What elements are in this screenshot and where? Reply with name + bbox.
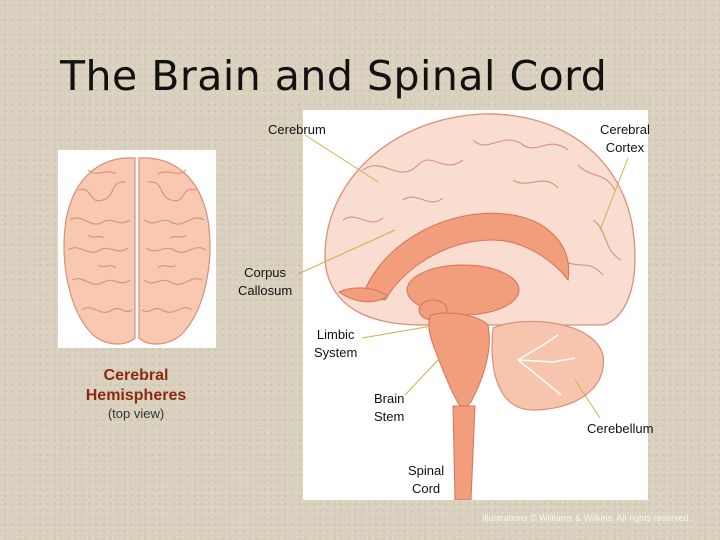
label-cerebral-cortex-line2: Cortex: [605, 140, 645, 155]
label-corpus-callosum: Corpus Callosum: [238, 264, 292, 300]
cerebral-hemispheres-label-line1: Cerebral: [103, 367, 169, 384]
corpus-callosum-leader-line: [297, 229, 396, 275]
corpus-callosum-shape: [362, 212, 570, 301]
label-spinal-cord-line2: Cord: [411, 481, 441, 496]
label-brain-stem-line1: Brain: [374, 391, 405, 406]
cerebral-hemispheres-illustration: [63, 157, 211, 345]
sagittal-view-panel: [303, 110, 648, 501]
label-limbic-system-line1: Limbic: [316, 327, 355, 342]
slide-title: The Brain and Spinal Cord: [60, 52, 608, 100]
top-view-panel: [58, 150, 216, 348]
label-corpus-callosum-line2: Callosum: [238, 283, 293, 298]
brain-sagittal-illustration: [324, 113, 636, 501]
cerebellum-leader-line: [574, 379, 601, 419]
label-cerebellum: Cerebellum: [587, 421, 654, 436]
label-brain-stem-line2: Stem: [374, 409, 405, 424]
label-limbic-system: Limbic System: [314, 326, 357, 362]
illustration-credit: Illustrations © Williams & Wilkins. All …: [482, 513, 692, 523]
label-corpus-callosum-line1: Corpus: [244, 265, 287, 280]
cerebral-hemispheres-label-line2: Hemispheres: [85, 387, 187, 404]
label-cerebral-cortex-line1: Cerebral: [600, 122, 650, 137]
brain-stem-shape: [428, 312, 490, 411]
brain-stem-leader-line: [404, 344, 453, 396]
top-view-caption: (top view): [107, 406, 165, 421]
cerebellum-shape: [491, 320, 604, 411]
cerebral-cortex-leader-line: [599, 157, 629, 231]
label-cerebral-cortex: Cerebral Cortex: [600, 121, 650, 157]
label-spinal-cord: Spinal Cord: [408, 462, 444, 498]
limbic-system-leader-line: [361, 325, 433, 339]
cerebrum-leader-line: [304, 134, 379, 183]
label-limbic-system-line2: System: [314, 345, 358, 360]
label-brain-stem: Brain Stem: [374, 390, 404, 426]
cerebral-hemispheres-label: Cerebral Hemispheres: [74, 366, 198, 406]
label-spinal-cord-line1: Spinal: [408, 463, 445, 478]
label-cerebrum: Cerebrum: [268, 122, 326, 137]
